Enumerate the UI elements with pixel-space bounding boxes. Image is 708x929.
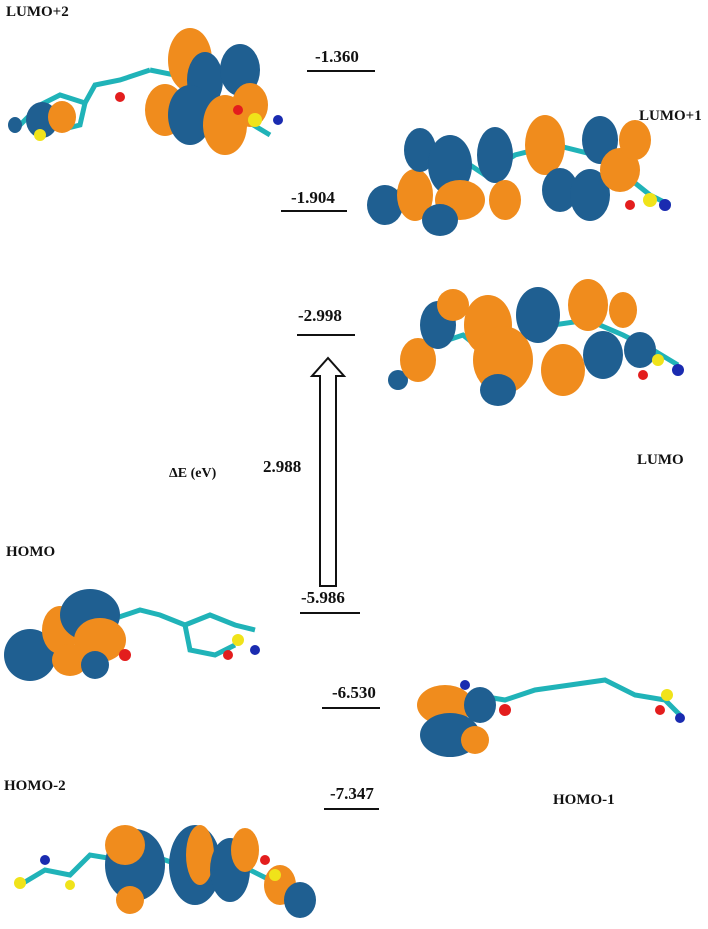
energy-value-lumo2: -1.360	[315, 47, 359, 66]
homo2-orbital-image	[14, 825, 316, 918]
gap-value: 2.988	[263, 457, 302, 476]
energy-level-lumo2	[307, 70, 375, 72]
energy-value-lumo1: -1.904	[291, 188, 335, 207]
energy-value-homo2: -7.347	[330, 784, 374, 803]
orbital-label-homo1: HOMO-1	[553, 792, 615, 808]
energy-value-homo: -5.986	[301, 588, 345, 607]
energy-value-homo1: -6.530	[332, 683, 376, 702]
lumo1-orbital-image	[367, 115, 672, 236]
energy-level-lumo1	[281, 210, 347, 212]
energy-level-homo1	[322, 707, 380, 709]
orbital-label-lumo2: LUMO+2	[6, 4, 69, 20]
homo1-orbital-image	[417, 677, 685, 757]
lumo-orbital-image	[388, 279, 684, 406]
energy-level-homo2	[324, 808, 379, 810]
gap-arrow	[309, 356, 347, 587]
orbital-label-homo: HOMO	[6, 544, 56, 560]
orbital-label-homo2: HOMO-2	[4, 778, 66, 794]
gap-label: ΔE (eV)	[169, 466, 217, 481]
energy-level-homo	[300, 612, 360, 614]
orbital-label-lumo1: LUMO+1	[639, 108, 702, 124]
homo-orbital-image	[4, 589, 260, 681]
lumo2-orbital-image	[8, 28, 283, 155]
energy-value-lumo: -2.998	[298, 306, 342, 325]
orbital-label-lumo: LUMO	[637, 452, 684, 468]
energy-level-lumo	[297, 334, 355, 336]
